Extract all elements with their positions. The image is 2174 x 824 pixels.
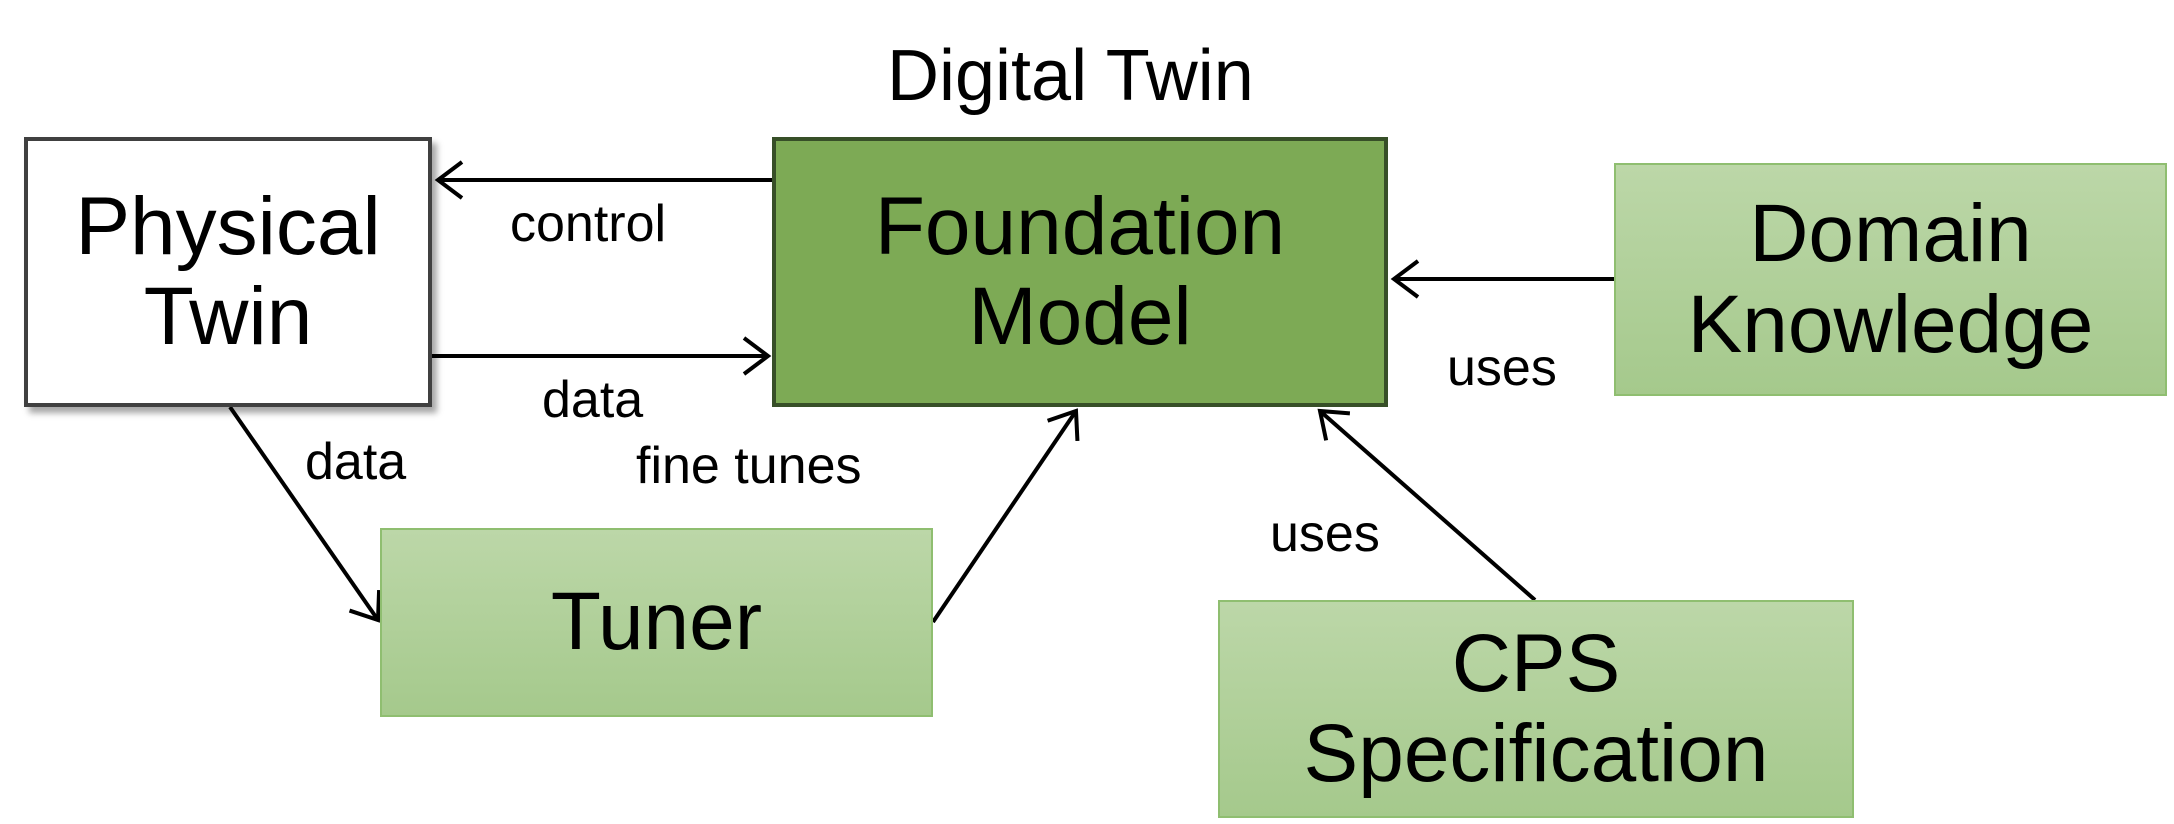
edge-label-data-to-tuner: data [305,433,407,491]
edge-label-control: control [510,195,667,253]
edge-label-data-to-model: data [542,371,644,429]
edge-label-uses-cps: uses [1270,505,1380,563]
physical-twin-box: Physical Twin [24,137,432,407]
arrow-fine-tunes [931,408,1080,624]
domain-knowledge-line1: Domain [1749,188,2032,280]
arrow-data-to-tuner [228,405,382,623]
arrow-uses-cps [1317,408,1537,602]
domain-knowledge-line2: Knowledge [1687,278,2094,370]
foundation-model-line2: Model [968,271,1192,362]
edge-label-uses-domain: uses [1447,339,1557,397]
foundation-model-line1: Foundation [874,180,1286,272]
cps-specification-box: CPS Specification [1218,600,1854,818]
tuner-box: Tuner [380,528,933,717]
cps-specification-line1: CPS [1451,617,1621,709]
cps-specification-line2: Specification [1303,708,1769,799]
tuner-label: Tuner [550,576,763,668]
foundation-model-box: Foundation Model [772,137,1388,407]
domain-knowledge-box: Domain Knowledge [1614,163,2167,396]
diagram-title: Digital Twin [887,36,1254,116]
physical-twin-line1: Physical [75,180,381,272]
physical-twin-line2: Twin [143,271,313,362]
edge-label-fine-tunes: fine tunes [636,437,862,495]
